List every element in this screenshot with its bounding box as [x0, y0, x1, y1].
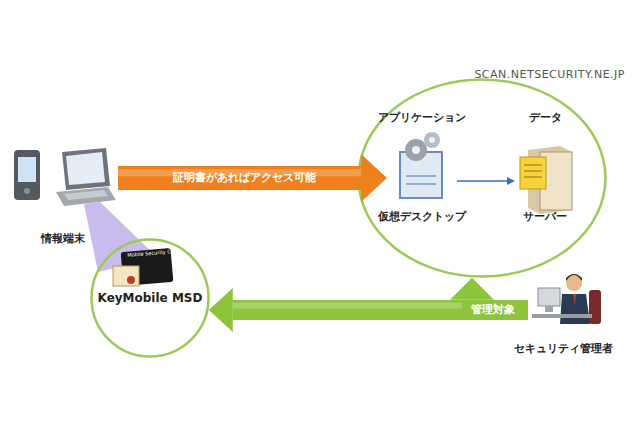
node-label: 仮想デスクトップ — [378, 210, 466, 223]
server-node: データサーバー — [515, 113, 575, 228]
edge-label: 証明書があればアクセス可能 — [173, 171, 316, 184]
card-text: Mobile Security Card — [127, 247, 179, 257]
arrow-head — [361, 154, 387, 202]
node-label: サーバー — [523, 210, 567, 223]
node-heading: アプリケーション — [378, 111, 466, 124]
arrow-head — [507, 177, 515, 185]
gear-hole — [412, 146, 420, 154]
desk — [532, 314, 592, 318]
arrow-shaft — [457, 180, 507, 182]
access-arrow — [118, 154, 387, 202]
arrow-shaft — [233, 300, 528, 320]
management-arrow — [209, 288, 528, 332]
laptop-base — [56, 187, 116, 206]
certificate — [113, 266, 139, 286]
pda-body — [14, 150, 40, 200]
pda-icon — [14, 150, 40, 200]
gear-large — [405, 139, 427, 161]
doc-line — [524, 177, 542, 178]
monitor — [538, 288, 560, 306]
monitor-stand — [545, 306, 553, 312]
arrow-head — [209, 288, 233, 332]
desktop-line — [406, 183, 436, 185]
admin-node: セキュリティ管理者 — [528, 270, 598, 360]
data-arrow — [457, 177, 515, 185]
node-heading: データ — [529, 111, 562, 124]
circle-border — [92, 240, 209, 357]
certificate-seal — [127, 276, 135, 284]
body — [560, 294, 590, 324]
node-label: 情報端末 — [41, 232, 85, 245]
virtual-desktop-icon — [400, 132, 442, 198]
circle-border — [359, 80, 606, 277]
head — [566, 275, 582, 291]
laptop-lid — [62, 148, 110, 190]
gear-small — [424, 132, 440, 148]
server-icon — [520, 146, 572, 214]
arrow-head — [450, 278, 494, 300]
virtual-desktop-node: アプリケーション仮想デスクトップ — [387, 113, 457, 228]
document — [520, 157, 546, 189]
doc-line — [524, 165, 542, 166]
chair — [589, 290, 601, 324]
desktop-line — [406, 175, 436, 177]
laptop-keys — [64, 190, 108, 200]
edge-label: 管理対象 — [471, 303, 515, 316]
node-label: KeyMobile MSD — [98, 291, 203, 305]
tie — [573, 294, 576, 306]
device-node: 情報端末 — [8, 145, 118, 250]
admin-icon — [532, 274, 601, 324]
gear-hole — [429, 137, 435, 143]
pda-button — [24, 188, 30, 194]
system-circle: アプリケーション仮想デスクトップデータサーバー — [357, 78, 607, 278]
laptop-icon — [56, 148, 116, 206]
doc-line — [524, 171, 542, 172]
hair — [566, 274, 582, 281]
pda-screen — [18, 157, 36, 182]
node-label: セキュリティ管理者 — [514, 342, 613, 355]
laptop-screen — [66, 152, 105, 185]
circle-outline — [357, 78, 607, 278]
arrow-shaft — [118, 166, 361, 190]
watermark: SCAN.NETSECURITY.NE.JP — [474, 68, 625, 81]
